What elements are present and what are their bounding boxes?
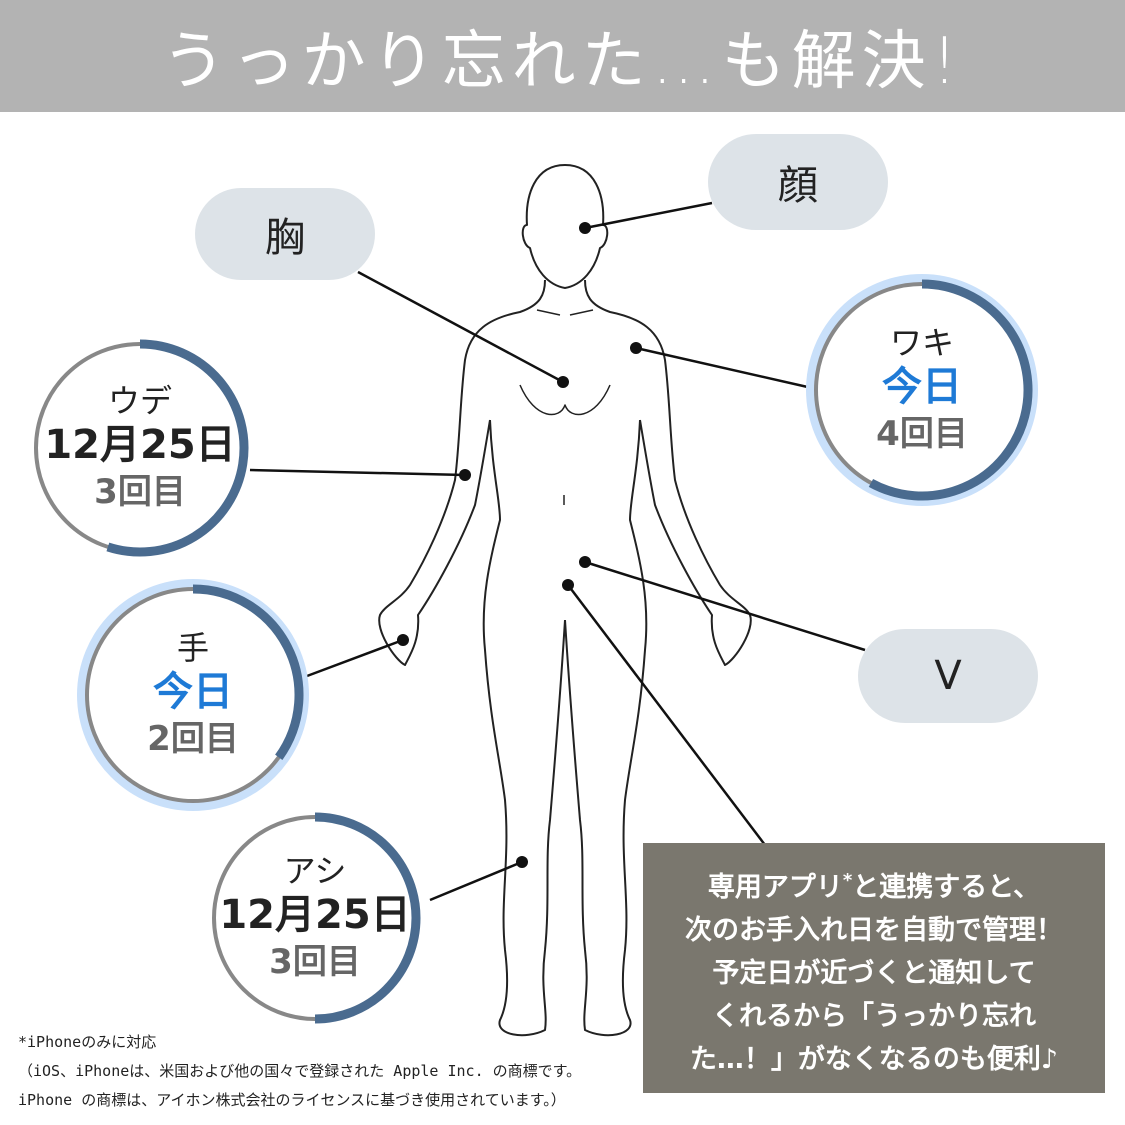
footnote: *iPhoneのみに対応 （iOS、iPhoneは、米国および他の国々で登録され… (18, 1028, 581, 1115)
label-v: V (858, 629, 1038, 723)
next-date: 12月25日 (219, 892, 411, 939)
info-text: と連携すると、 (852, 872, 1041, 903)
session-count: 3回目 (94, 472, 186, 513)
label-face: 顔 (708, 134, 888, 230)
part-name: 手 (176, 628, 209, 667)
ring-progress (314, 812, 421, 1024)
footnote-line: *iPhoneのみに対応 (18, 1033, 157, 1051)
info-text: た…！」がなくなるのも便利♪ (689, 1044, 1059, 1075)
ring-leg: アシ 12月25日 3回目 (210, 813, 420, 1023)
footnote-line: iPhone の商標は、アイホン株式会社のライセンスに基づき使用されています。） (18, 1091, 566, 1109)
next-date: 今日 (882, 364, 962, 411)
session-count: 2回目 (147, 719, 239, 760)
session-count: 3回目 (269, 942, 361, 983)
ring-progress (106, 339, 249, 557)
info-text: くれるから「うっかり忘れ (712, 1001, 1036, 1032)
info-text: 予定日が近づくと通知して (712, 958, 1036, 989)
body-outline (378, 164, 752, 1037)
connector-lines (249, 201, 866, 902)
part-name: ワキ (889, 323, 954, 362)
session-count: 4回目 (876, 414, 968, 455)
ring-hand: 手 今日 2回目 (83, 585, 303, 805)
ring-arm: ウデ 12月25日 3回目 (32, 340, 248, 556)
header-banner: うっかり忘れた…も解決! (0, 0, 1125, 112)
point-dots (397, 222, 642, 868)
header-title: うっかり忘れた…も解決! (161, 25, 964, 99)
label-chest: 胸 (195, 188, 375, 280)
part-name: ウデ (107, 381, 172, 420)
info-text: 次のお手入れ日を自動で管理！ (685, 915, 1063, 946)
info-text: 専用アプリ (707, 872, 843, 903)
ring-progress (192, 584, 304, 760)
footnote-line: （iOS、iPhoneは、米国および他の国々で登録された Apple Inc. … (18, 1062, 582, 1080)
ring-progress (868, 279, 1033, 501)
app-info-box: 専用アプリ*と連携すると、 次のお手入れ日を自動で管理！ 予定日が近づくと通知し… (643, 843, 1105, 1093)
ring-armpit: ワキ 今日 4回目 (812, 280, 1032, 500)
next-date: 今日 (153, 669, 233, 716)
next-date: 12月25日 (44, 422, 236, 469)
part-name: アシ (283, 851, 347, 890)
asterisk: * (842, 870, 853, 891)
